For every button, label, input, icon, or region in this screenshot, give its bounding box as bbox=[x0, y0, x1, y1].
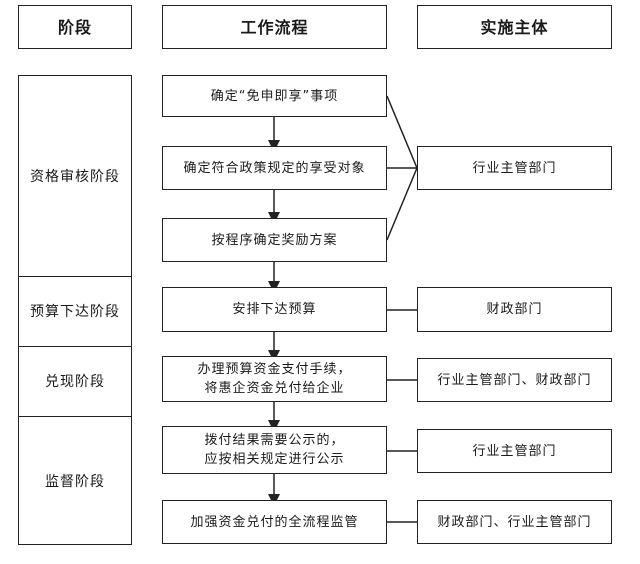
stage-budget: 预算下达阶段 bbox=[30, 304, 120, 320]
step-confirm-beneficiaries: 确定符合政策规定的享受对象 bbox=[162, 146, 387, 190]
step-process-payment: 办理预算资金支付手续， 将惠企资金兑付给企业 bbox=[162, 356, 387, 402]
header-stage: 阶段 bbox=[18, 5, 132, 49]
step-publicize-results: 拨付结果需要公示的， 应按相关规定进行公示 bbox=[162, 426, 387, 474]
entity-finance-industry: 财政部门、行业主管部门 bbox=[417, 500, 612, 544]
stage-divider bbox=[19, 346, 131, 347]
stage-divider bbox=[19, 416, 131, 417]
step-confirm-items: 确定“免申即享”事项 bbox=[162, 75, 387, 117]
stage-qualification: 资格审核阶段 bbox=[30, 169, 120, 185]
stage-divider bbox=[19, 276, 131, 277]
entity-industry-dept-2: 行业主管部门 bbox=[417, 429, 612, 473]
entity-industry-dept: 行业主管部门 bbox=[417, 146, 612, 190]
stage-supervision: 监督阶段 bbox=[45, 474, 105, 490]
stage-payment: 兑现阶段 bbox=[45, 374, 105, 390]
entity-finance-dept: 财政部门 bbox=[417, 287, 612, 332]
step-issue-budget: 安排下达预算 bbox=[162, 287, 387, 332]
step-supervise-process: 加强资金兑付的全流程监管 bbox=[162, 500, 387, 544]
link-step1-entity1 bbox=[386, 95, 418, 169]
step-confirm-reward-plan: 按程序确定奖励方案 bbox=[162, 218, 387, 262]
stage-column: 资格审核阶段 预算下达阶段 兑现阶段 监督阶段 bbox=[18, 75, 132, 545]
entity-industry-finance: 行业主管部门、财政部门 bbox=[417, 358, 612, 402]
link-step3-entity1 bbox=[386, 167, 418, 241]
header-process: 工作流程 bbox=[162, 5, 387, 49]
header-entity: 实施主体 bbox=[417, 5, 612, 49]
